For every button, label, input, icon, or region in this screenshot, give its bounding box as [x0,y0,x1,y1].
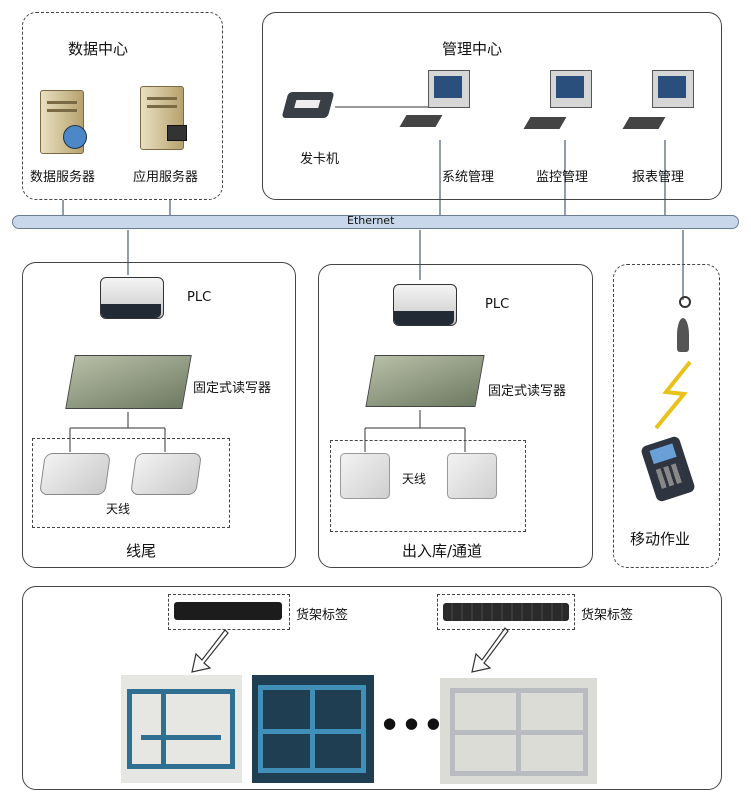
plc-right-icon [393,284,457,326]
ethernet-label: Ethernet [347,214,395,227]
data-center-panel [22,12,223,200]
rack-ellipsis: ● ● ● [383,714,442,732]
mgmt-center-panel [262,12,722,200]
rack-tag-left-frame [168,594,290,630]
report-mgmt-keyboard-icon [622,117,666,129]
rack-photo-2 [252,675,374,783]
rack-photo-3 [440,678,597,784]
arrow-left-icon [191,629,229,673]
monitor-mgmt-label: 监控管理 [536,170,589,185]
antenna-left-group [32,438,230,528]
plc-left-label: PLC [187,290,212,305]
rack-tag-left-icon [174,602,282,620]
database-server-icon [40,90,87,154]
antenna-left-1-icon [39,453,111,495]
rack-tag-right-frame [437,594,575,630]
wireless-bolt-icon [654,360,692,430]
antenna-right-2-icon [447,453,497,499]
app-server-label: 应用服务器 [133,170,199,185]
db-server-label: 数据服务器 [30,170,96,185]
entry-exit-title: 出入库/通道 [402,542,483,560]
system-mgmt-keyboard-icon [399,115,443,127]
monitor-mgmt-keyboard-icon [523,117,567,129]
line-tail-title: 线尾 [126,542,157,560]
monitor-mgmt-computer-icon [550,70,592,108]
wireless-ap-icon [674,296,692,356]
plc-left-icon [100,277,164,319]
antenna-left-2-icon [130,453,202,495]
antenna-right-label: 天线 [402,472,427,486]
mgmt-center-title: 管理中心 [442,40,503,58]
rack-photo-1 [121,675,242,783]
report-mgmt-label: 报表管理 [632,170,685,185]
racks-panel [22,586,722,790]
arrow-right-icon [471,627,509,673]
rack-tag-right-icon [443,603,569,621]
reader-left-icon [65,355,192,409]
data-center-title: 数据中心 [68,40,129,58]
reader-right-icon [365,355,485,407]
card-issuer-icon [281,92,335,118]
entry-exit-panel [318,264,593,568]
system-mgmt-computer-icon [428,70,470,108]
plc-right-label: PLC [485,297,510,312]
rack-tag-left-label: 货架标签 [296,608,349,623]
antenna-right-group [330,440,526,532]
antenna-left-label: 天线 [106,502,131,516]
rack-tag-right-label: 货架标签 [581,608,634,623]
report-mgmt-computer-icon [652,70,694,108]
reader-right-label: 固定式读写器 [488,384,567,399]
app-server-icon [140,86,187,150]
mobile-panel [613,264,720,568]
antenna-right-1-icon [340,453,390,499]
line-tail-panel [22,262,296,568]
mobile-title: 移动作业 [630,530,691,548]
system-mgmt-label: 系统管理 [442,170,495,185]
reader-left-label: 固定式读写器 [193,381,272,396]
card-issuer-label: 发卡机 [300,152,340,167]
ethernet-bus: Ethernet [12,214,739,229]
